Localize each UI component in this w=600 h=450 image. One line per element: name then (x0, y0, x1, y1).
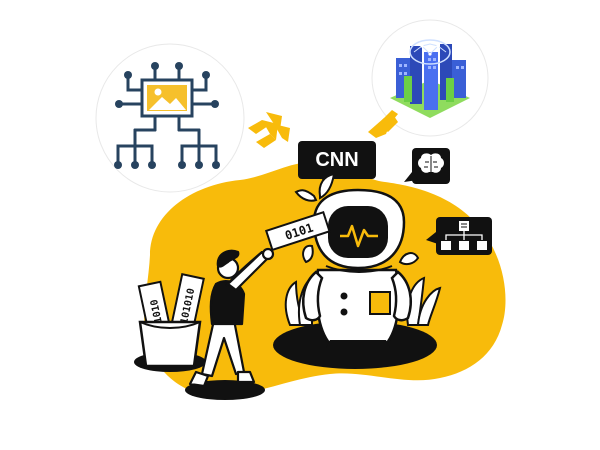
bucket-strip-left-digits: 1010 (149, 298, 165, 324)
heartbeat-icon (340, 224, 378, 248)
cnn-robot (294, 172, 412, 348)
right-chevron-arrows-icon (368, 110, 398, 138)
data-bucket: 1010 101010 (137, 273, 205, 368)
held-data-strip: 0101 (264, 211, 331, 252)
cnn-label: CNN (315, 149, 358, 171)
plants-decoration (284, 244, 442, 326)
cnn-speech-bubble: CNN (298, 141, 376, 190)
left-chevron-arrows-icon (248, 112, 290, 148)
smart-city-icon (371, 19, 489, 137)
document-network-icon (426, 217, 492, 255)
image-network-icon (95, 43, 245, 193)
person-figure (188, 247, 275, 388)
brain-icon (404, 148, 450, 184)
